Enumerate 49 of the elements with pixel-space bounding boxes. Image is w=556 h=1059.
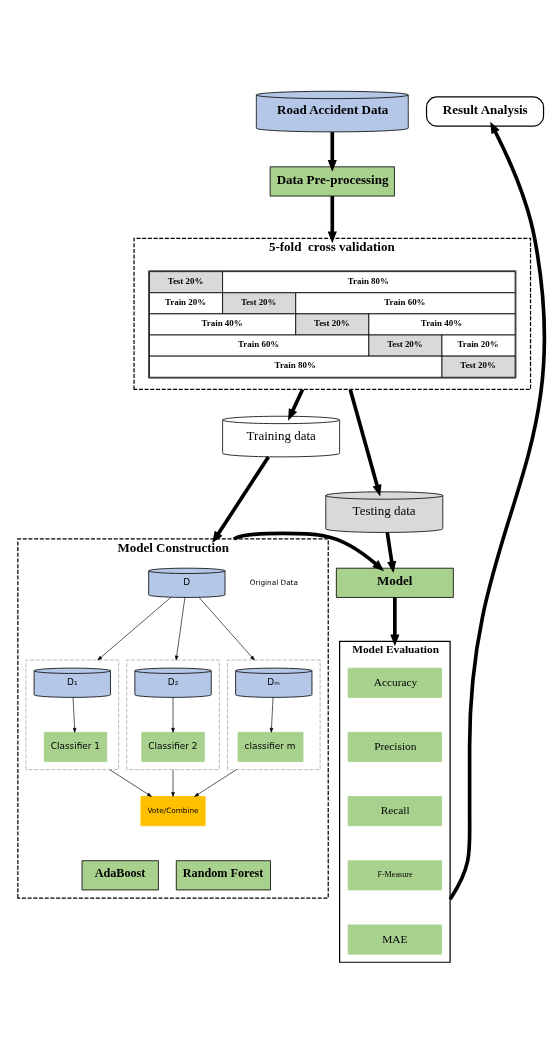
label: Train 80% bbox=[347, 275, 389, 286]
arrow bbox=[212, 455, 270, 543]
arrow bbox=[288, 388, 305, 421]
node-box: Data Pre-processing bbox=[269, 165, 395, 196]
arrow bbox=[327, 195, 337, 243]
node-box: F-Measure bbox=[347, 859, 442, 890]
node-box: Model bbox=[335, 567, 454, 598]
arrow bbox=[385, 531, 397, 573]
node-box: classifier m bbox=[237, 731, 304, 762]
node-box: Random Forest bbox=[175, 859, 271, 890]
node-label: Original Data bbox=[249, 577, 298, 587]
arrow bbox=[171, 768, 175, 797]
arrow bbox=[194, 768, 237, 797]
arrow bbox=[327, 131, 337, 172]
label: Train 40% bbox=[201, 317, 243, 328]
arrow bbox=[109, 768, 152, 797]
cluster bbox=[227, 659, 321, 770]
label: Test 20% bbox=[314, 317, 350, 328]
node-box: Classifier 1 bbox=[43, 731, 108, 762]
cluster bbox=[25, 659, 119, 770]
arrow bbox=[348, 388, 382, 497]
cluster bbox=[126, 659, 220, 770]
node-box: Accuracy bbox=[347, 667, 442, 698]
label: Test 20% bbox=[240, 296, 277, 307]
arrow bbox=[72, 696, 77, 733]
node-box: Result Analysis bbox=[425, 95, 545, 127]
label: Train 80% bbox=[274, 359, 316, 370]
arrow bbox=[269, 696, 274, 733]
node-box: MAE bbox=[347, 923, 442, 955]
arrow bbox=[390, 597, 400, 646]
arrow bbox=[171, 696, 175, 733]
arrow bbox=[198, 596, 255, 660]
label: Train 60% bbox=[238, 338, 280, 349]
node-box: Precision bbox=[347, 731, 442, 762]
arrow bbox=[448, 121, 547, 900]
label: Train 20% bbox=[457, 338, 499, 349]
label: Train 40% bbox=[420, 317, 463, 328]
node-box: AdaBoost bbox=[81, 859, 159, 890]
label: Train 20% bbox=[164, 296, 207, 307]
label: Test 20% bbox=[460, 359, 496, 370]
node-box: Recall bbox=[347, 795, 442, 826]
node-box: Classifier 2 bbox=[141, 731, 205, 762]
arrow bbox=[233, 531, 385, 571]
node-box: Vote/Combine bbox=[140, 795, 206, 826]
arrow bbox=[174, 596, 186, 660]
label: Test 20% bbox=[387, 338, 423, 349]
label: Train 60% bbox=[384, 296, 426, 307]
label: Test 20% bbox=[167, 275, 204, 286]
arrow bbox=[97, 596, 171, 660]
